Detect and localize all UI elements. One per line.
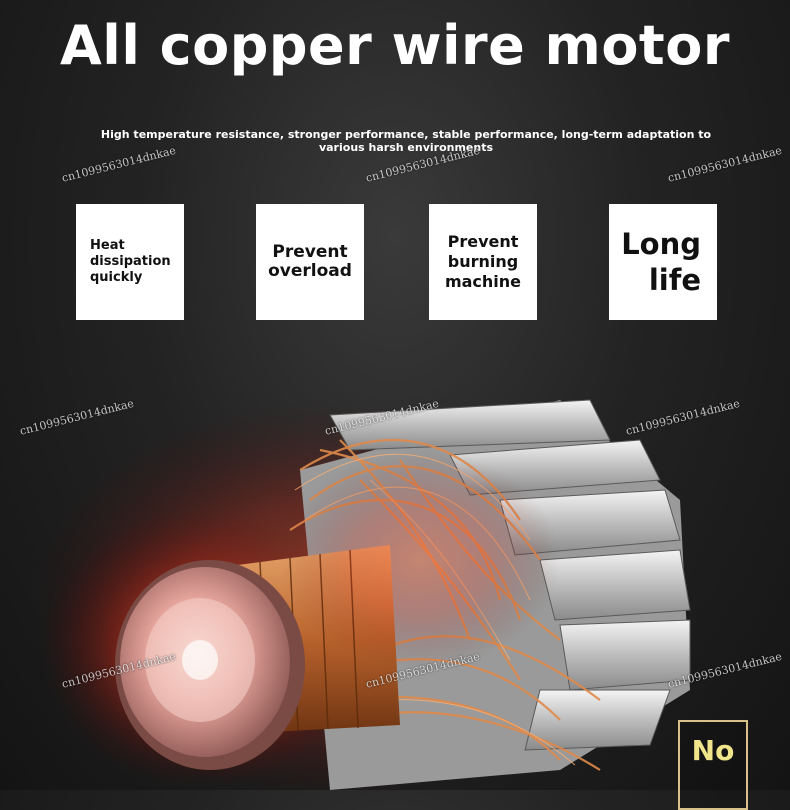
motor-image bbox=[30, 399, 691, 790]
page-title: All copper wire motor bbox=[60, 14, 730, 77]
feature-card-label: quickly bbox=[90, 270, 143, 285]
badge: No bbox=[678, 720, 748, 810]
feature-card-label: Long bbox=[621, 227, 701, 261]
feature-card-label: Prevent bbox=[272, 242, 348, 262]
subtitle: High temperature resistance, stronger pe… bbox=[100, 128, 712, 154]
feature-card-label: dissipation bbox=[90, 254, 171, 269]
feature-card-label: Prevent bbox=[447, 232, 519, 251]
badge-label: No bbox=[691, 734, 735, 767]
feature-card-label: burning bbox=[447, 252, 519, 271]
feature-card-label: life bbox=[648, 263, 701, 297]
feature-card-label: machine bbox=[444, 272, 522, 291]
feature-card-label: Heat bbox=[90, 238, 125, 253]
feature-card-label: overload bbox=[268, 261, 352, 281]
